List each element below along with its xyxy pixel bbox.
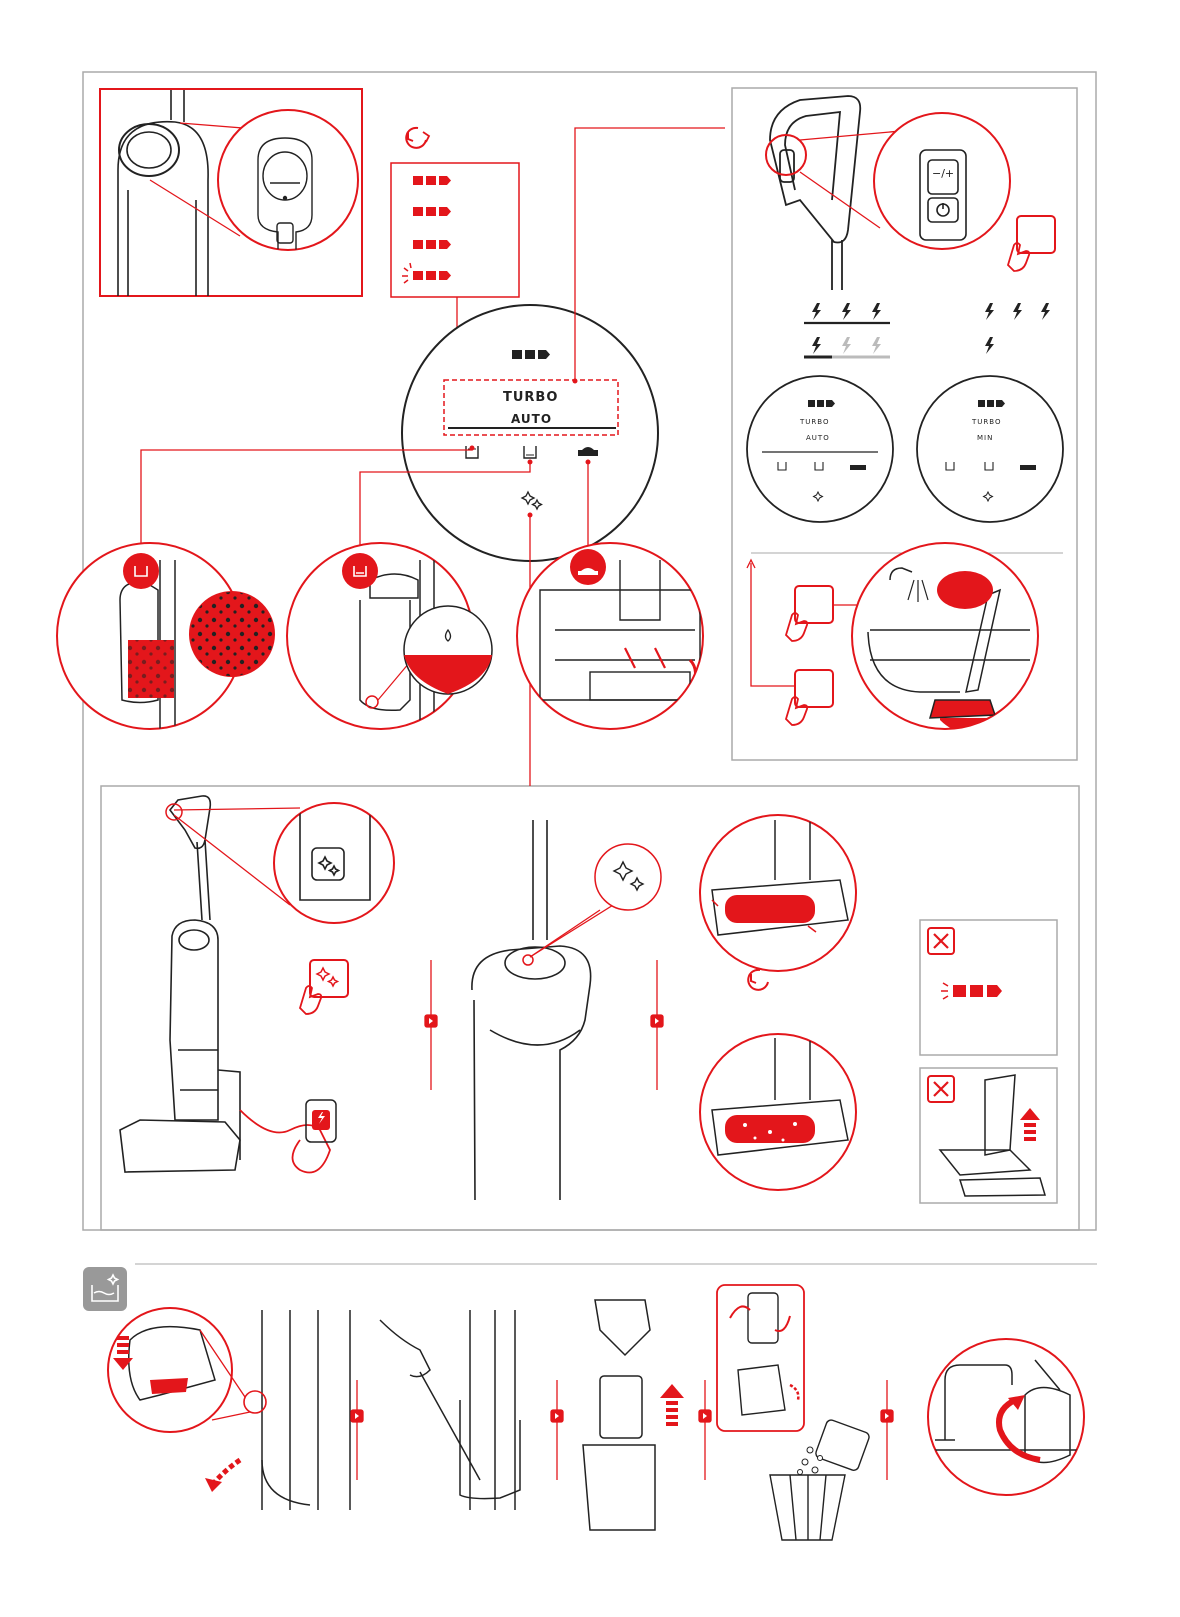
timer-icon-2 (748, 970, 768, 990)
filter-cleaning-box (717, 1285, 804, 1431)
rinsing-zoom (928, 1339, 1084, 1495)
battery-row-4-blinking (402, 263, 451, 283)
warning-battery-icon (941, 983, 1002, 999)
self-clean-panel (101, 786, 1079, 1230)
mini-display-auto (747, 376, 893, 522)
display-zoom-circle (218, 110, 358, 250)
vacuum-body-sketch (118, 90, 208, 296)
up-arrow (660, 1384, 684, 1426)
speed-adjust-button-label[interactable]: −/+ (932, 167, 954, 180)
lift-up-arrow (1020, 1108, 1040, 1141)
bolt-row-1 (812, 303, 881, 320)
handle-sketch (770, 96, 860, 290)
brush-roll-circle (517, 543, 703, 729)
display-mode-bottom: AUTO (511, 412, 552, 426)
brush-clean-result-circle (700, 1034, 856, 1190)
tank-cleaning-icon (83, 1267, 127, 1311)
step-arrows (425, 960, 663, 1090)
self-clean-button-zoom (274, 803, 394, 923)
sparkle-zoom (595, 844, 661, 910)
brush-cleaning-circle (700, 815, 856, 971)
bolt-row-2 (812, 337, 881, 354)
battery-levels-box (391, 163, 519, 297)
touch-finger-box-1 (1017, 216, 1055, 253)
power-levels-right (985, 303, 1050, 354)
display-mode-top: TURBO (503, 390, 558, 405)
mini-min-mode-bottom: MIN (977, 434, 993, 442)
display-battery-icon (512, 350, 550, 359)
power-levels-left (804, 303, 890, 357)
handle-button-zoom (874, 113, 1010, 249)
battery-row-1 (413, 176, 451, 185)
mini-auto-mode-bottom: AUTO (806, 434, 830, 442)
mini-auto-mode-top: TURBO (800, 418, 829, 426)
vacuum-top-sketch (472, 820, 591, 1200)
touch-self-clean-box (310, 960, 348, 997)
speech-bubble (937, 571, 993, 609)
touch-finger-box-2 (795, 586, 833, 623)
timer-icon (406, 128, 429, 148)
touch-finger-box-3 (795, 670, 833, 707)
battery-level-rows (402, 176, 451, 283)
mini-display-min (917, 376, 1063, 522)
battery-row-3 (413, 240, 451, 249)
battery-row-2 (413, 207, 451, 216)
mini-min-mode-top: TURBO (972, 418, 1001, 426)
